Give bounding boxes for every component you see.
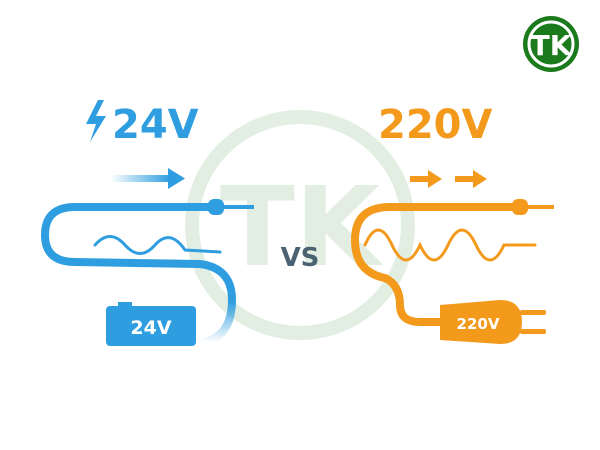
svg-text:24V: 24V — [130, 317, 171, 339]
svg-text:TK: TK — [531, 29, 573, 62]
watermark: TK — [185, 110, 415, 340]
cable-connector — [512, 199, 554, 215]
right-title: 220V — [378, 102, 492, 148]
lightning-icon — [86, 100, 106, 142]
cable-connector — [208, 199, 254, 215]
double-arrow-icon — [410, 170, 487, 188]
battery-icon: 24V — [106, 302, 196, 346]
arrow-right-icon — [110, 168, 185, 189]
low-voltage-cable — [40, 203, 237, 346]
plug-icon: 220V — [440, 300, 546, 344]
left-title: 24V — [112, 102, 199, 148]
ac-wave — [363, 228, 537, 262]
tk-logo: TK — [523, 16, 579, 72]
svg-text:220V: 220V — [457, 315, 500, 333]
vs-label: VS — [281, 243, 320, 273]
high-voltage-cable — [350, 203, 524, 326]
dc-wave — [93, 235, 222, 255]
